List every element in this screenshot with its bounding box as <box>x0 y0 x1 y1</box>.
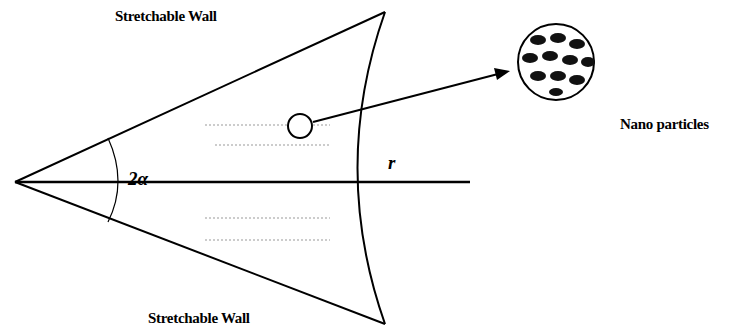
angle-arc <box>108 138 118 222</box>
upper-wall <box>15 12 385 182</box>
wall-label: Stretchable Wall <box>148 310 250 327</box>
center-line <box>15 181 470 184</box>
nano-particles <box>522 33 595 96</box>
particle-label: Nano particles <box>620 116 709 133</box>
pointer-arrow <box>313 74 498 122</box>
radius-label: r <box>388 152 395 174</box>
wall-label: Stretchable Wall <box>115 8 217 25</box>
sample-circle <box>288 114 312 138</box>
lower-wall <box>15 182 385 324</box>
angle-label: 2α <box>128 168 148 190</box>
outlet-arc <box>358 12 386 324</box>
streamlines <box>205 125 330 240</box>
arrow-head <box>494 68 510 80</box>
zoom-circle <box>518 24 594 100</box>
